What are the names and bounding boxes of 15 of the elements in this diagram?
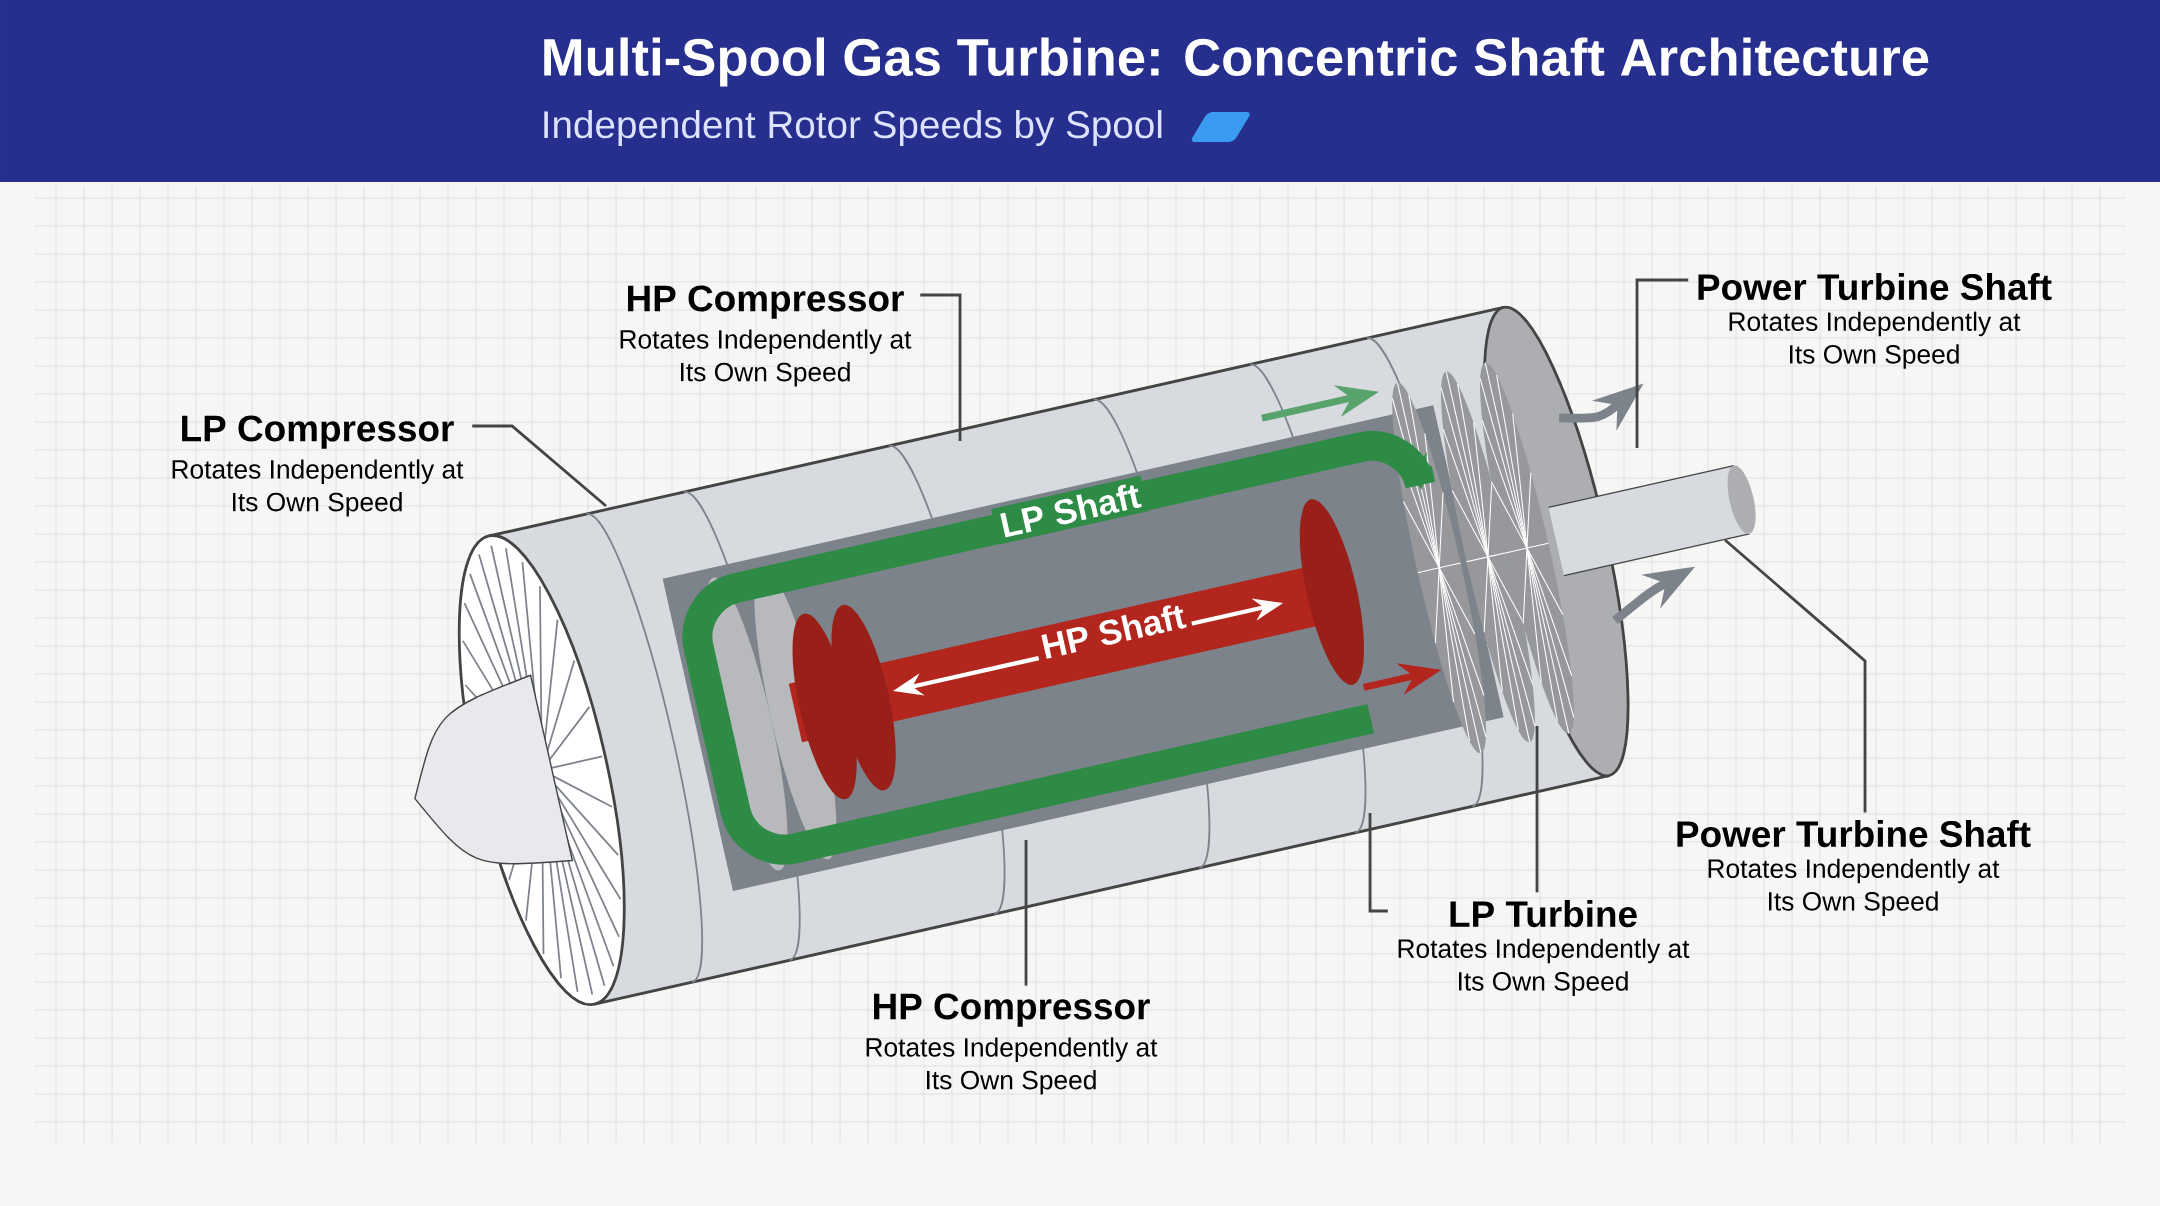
callout-label: LP Compressor Rotates Independently at Its Own Speed bbox=[172, 415, 464, 517]
leader-line bbox=[920, 293, 962, 441]
leader-line bbox=[472, 424, 607, 508]
subtitle: Independent Rotor Speeds by Spool bbox=[544, 110, 1162, 146]
shaft-label: LP Shaft bbox=[991, 475, 1149, 545]
leader-line bbox=[1535, 726, 1539, 893]
leader-line bbox=[1635, 278, 1689, 448]
callout-label: HP Compressor Rotates Independently at Its Own Speed bbox=[620, 285, 912, 387]
title: Multi-Spool Gas Turbine: Concentric Shaft Architecture bbox=[544, 37, 1929, 87]
callout-label: Power Turbine Shaft Rotates Independently at Its Own Speed bbox=[1698, 273, 2052, 369]
callout-label: HP Compressor Rotates Independently at Its Own Speed bbox=[866, 993, 1158, 1095]
leader-line bbox=[1368, 813, 1388, 913]
shaft-label: HP Shaft bbox=[1032, 596, 1194, 666]
leader-line bbox=[1724, 538, 1867, 813]
leader-line bbox=[1024, 840, 1028, 986]
